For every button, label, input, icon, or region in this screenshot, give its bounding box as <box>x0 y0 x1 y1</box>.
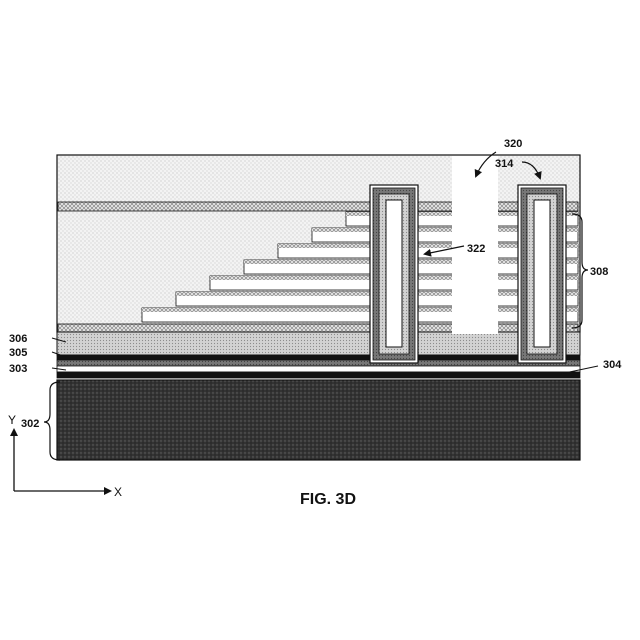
layer-303 <box>57 366 580 372</box>
substrate-302 <box>57 380 580 460</box>
memory-pillar-314 <box>518 185 566 363</box>
label-305: 305 <box>9 347 27 359</box>
label-322: 322 <box>467 243 485 255</box>
label-306: 306 <box>9 333 27 345</box>
layer-303-dark <box>57 372 580 378</box>
label-302: 302 <box>21 418 39 430</box>
layer-304 <box>57 360 580 366</box>
label-308: 308 <box>590 266 608 278</box>
layer-306 <box>57 332 580 355</box>
layer-305 <box>57 355 580 360</box>
figure-title: FIG. 3D <box>300 491 356 508</box>
label-314: 314 <box>495 158 514 170</box>
top-band-layer <box>58 202 578 211</box>
memory-pillar-left <box>370 185 418 363</box>
label-320: 320 <box>504 138 522 150</box>
x-axis-label: X <box>114 485 122 499</box>
label-304: 304 <box>603 359 622 371</box>
label-303: 303 <box>9 363 27 375</box>
y-axis-label: Y <box>8 413 16 427</box>
